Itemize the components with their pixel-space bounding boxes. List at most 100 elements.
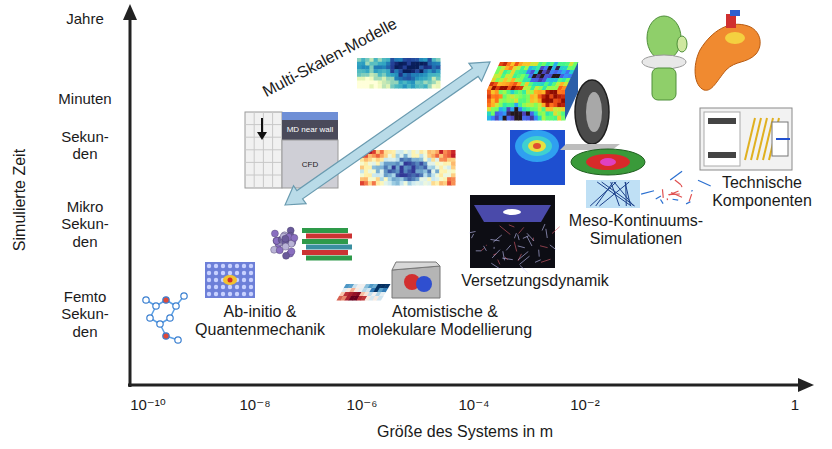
block-front-map-cell [557, 116, 561, 121]
molecule-atom [143, 297, 149, 303]
field-map-cell [357, 73, 362, 77]
heat-map-cell [419, 177, 423, 181]
block-front-map-cell [522, 111, 526, 116]
component-panel [704, 112, 740, 166]
field-map-cell [428, 73, 433, 77]
dislocation-line [514, 233, 516, 238]
field-map-cell [399, 73, 404, 77]
simulation-block-front [487, 90, 566, 121]
field-map-cell [432, 73, 437, 77]
block-front-map-cell [557, 111, 561, 116]
component-picture [700, 108, 792, 170]
md-band [282, 120, 338, 140]
heat-map-cell [408, 150, 412, 154]
network-strand [671, 192, 682, 197]
molecule-atom [181, 293, 187, 299]
heat-map-cell [392, 162, 396, 166]
heat-map-cell [431, 150, 435, 154]
block-front-map-cell [534, 116, 538, 121]
block-front-map-cell [487, 107, 491, 112]
heat-map-cell [384, 150, 388, 154]
field-map-cell [369, 66, 374, 70]
heat-map-cell [411, 158, 415, 162]
block-front-map-cell [503, 116, 507, 121]
block-front-map-cell [538, 116, 542, 121]
material-layer [302, 239, 348, 244]
heat-map-cell [419, 150, 423, 154]
field-map-cell [394, 69, 399, 73]
heat-map-cell [368, 173, 372, 177]
contact-contour [528, 140, 546, 152]
heat-map-cell [451, 166, 455, 170]
block-front-map-cell [549, 107, 553, 112]
heat-map-cell [400, 154, 404, 158]
block-front-map-cell [534, 111, 538, 116]
block-front-map-cell [549, 116, 553, 121]
heat-map-cell [384, 166, 388, 170]
x-axis-arrowhead [798, 378, 814, 392]
field-map-cell [374, 69, 379, 73]
heat-map-cell [372, 158, 376, 162]
heat-map-cell [447, 154, 451, 158]
field-map-cell [436, 62, 441, 66]
heat-map-cell [431, 173, 435, 177]
heat-map-cell [435, 181, 439, 185]
block-front-map-cell [546, 103, 550, 108]
block-front-map-cell [526, 103, 530, 108]
heat-map-cell [404, 158, 408, 162]
field-map-cell [361, 62, 366, 66]
field-map-cell [423, 62, 428, 66]
block-front-map-cell [561, 107, 565, 112]
block-front-map-cell [549, 90, 553, 95]
heat-map-cell [415, 177, 419, 181]
field-map-cell [399, 66, 404, 70]
field-map-cell [361, 69, 366, 73]
heat-map-cell [415, 181, 419, 185]
heat-map-cell [419, 162, 423, 166]
block-front-map-cell [530, 107, 534, 112]
block-front-map-cell [561, 90, 565, 95]
time-tick: Femto Sekun- den [53, 288, 117, 340]
dislocation-line [527, 233, 534, 241]
indenter-ball-blue [416, 276, 432, 292]
fibre-line [596, 182, 613, 206]
dislocation-volume [470, 195, 555, 268]
heat-map-cell [451, 169, 455, 173]
field-map-cell [386, 62, 391, 66]
molecule-atom [173, 303, 179, 309]
block-front-map-cell [507, 107, 511, 112]
field-map-cell [382, 77, 387, 81]
heat-map-cell [447, 177, 451, 181]
field-map-cell [382, 62, 387, 66]
block-front-map-cell [534, 94, 538, 99]
field-map-cell [436, 84, 441, 88]
dislocation-line [519, 227, 524, 233]
lattice-atom [228, 285, 232, 289]
network-strand [656, 196, 661, 199]
block-front-map-cell [495, 107, 499, 112]
heat-map-cell [419, 169, 423, 173]
block-front-map-cell [518, 90, 522, 95]
block-front-map-cell [507, 94, 511, 99]
dislocation-line [470, 231, 476, 232]
lattice-atom [228, 278, 232, 282]
block-front-map-cell [510, 111, 514, 116]
lattice-atom [235, 285, 239, 289]
bone-shape [695, 24, 760, 90]
field-map-cell [403, 69, 408, 73]
block-front-map-cell [514, 90, 518, 95]
field-map-cell [407, 58, 412, 62]
block-front-map-cell [487, 116, 491, 121]
block-front-map-cell [526, 99, 530, 104]
block-front-map-cell [542, 111, 546, 116]
heat-map-cell [376, 162, 380, 166]
block-front-map-cell [495, 94, 499, 99]
lattice-atom [235, 264, 239, 268]
dislocation-line [540, 246, 548, 248]
protein-atom [282, 235, 289, 242]
heat-map-cell [396, 169, 400, 173]
lattice-atom [207, 292, 211, 296]
block-front-map-cell [503, 90, 507, 95]
heat-map-cell [388, 162, 392, 166]
field-map-cell [423, 81, 428, 85]
